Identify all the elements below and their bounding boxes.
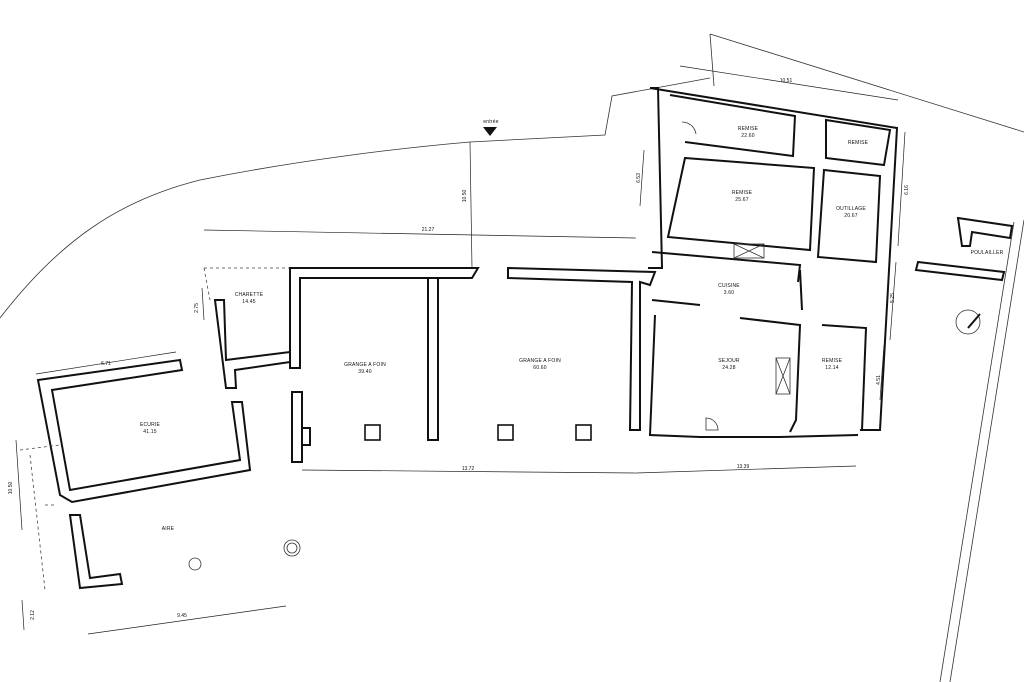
- pillar: [364, 424, 381, 441]
- room-name: GRANGE A FOIN: [344, 362, 386, 368]
- room-area: 25.67: [735, 197, 749, 203]
- room-area: 22.60: [741, 133, 755, 139]
- room-area: 60.60: [533, 365, 547, 371]
- dimension-label: 2.75: [194, 303, 200, 313]
- room-area: 14.45: [242, 299, 256, 305]
- compass-icon: [955, 309, 981, 335]
- dimension-labels: 10.51 21.27 13.72 13.39 6.71 9.45 10.50 …: [8, 78, 910, 620]
- poulailler-walls: [914, 216, 1014, 335]
- entrance-arrow-icon: [483, 127, 497, 136]
- dimension-label: 6.71: [101, 361, 111, 367]
- site-boundary: [0, 33, 1024, 682]
- room-name: POULAILLER: [971, 250, 1004, 256]
- room-area: 20.67: [844, 213, 858, 219]
- dimension-label: 5.25: [890, 293, 896, 303]
- room-area: 12.14: [825, 365, 839, 371]
- dimension-label: 10.50: [8, 482, 14, 495]
- dimension-label: 13.72: [462, 466, 475, 472]
- dimension-label: 10.51: [780, 78, 793, 84]
- dimension-label: 21.27: [422, 227, 435, 233]
- pillar: [497, 424, 514, 441]
- dimension-label: 10.50: [462, 190, 468, 203]
- room-name: REMISE: [848, 140, 869, 146]
- room-area: 3.60: [724, 290, 735, 296]
- room-labels: REMISE 22.60 REMISE REMISE 25.67 OUTILLA…: [140, 126, 1004, 532]
- pillar: [575, 424, 592, 441]
- room-name: AIRE: [162, 526, 175, 532]
- dimension-label: 13.39: [737, 464, 750, 470]
- room-name: CHARETTE: [235, 292, 264, 298]
- room-name: REMISE: [822, 358, 843, 364]
- room-name: REMISE: [732, 190, 753, 196]
- dimension-label: 6.53: [636, 173, 642, 183]
- stairs: [733, 243, 791, 395]
- room-name: ECURIE: [140, 422, 161, 428]
- entrance-marker: entrée: [483, 119, 499, 136]
- dimension-lines: [15, 65, 906, 635]
- doors: [681, 121, 719, 431]
- room-name: SEJOUR: [718, 358, 740, 364]
- dimension-label: 4.51: [876, 375, 882, 385]
- entrance-label: entrée: [483, 119, 498, 125]
- grange-walls: [289, 266, 657, 463]
- room-area: 41.15: [143, 429, 157, 435]
- right-wing-walls: [648, 87, 899, 438]
- room-name: GRANGE A FOIN: [519, 358, 561, 364]
- room-area: 24.28: [722, 365, 736, 371]
- dimension-label: 2.12: [30, 610, 36, 620]
- room-name: REMISE: [738, 126, 759, 132]
- left-wing-walls: [19, 267, 301, 591]
- room-name: CUISINE: [718, 283, 740, 289]
- dimension-label: 9.45: [177, 613, 187, 619]
- room-area: 39.40: [358, 369, 372, 375]
- dimension-label: 6.16: [904, 185, 910, 195]
- room-name: OUTILLAGE: [836, 206, 866, 212]
